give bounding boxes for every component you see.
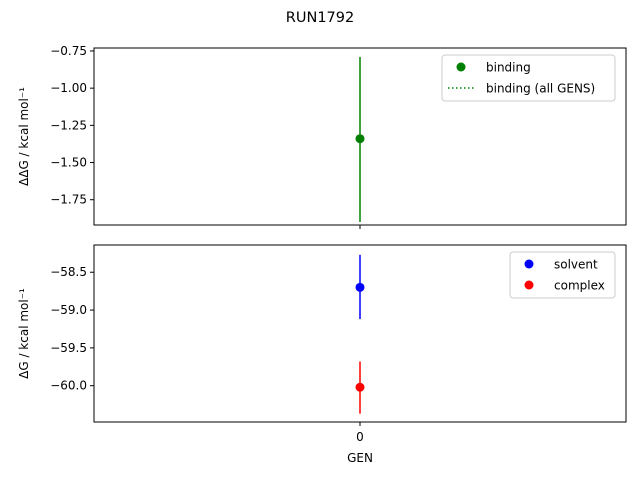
legend-label: binding (all GENS) — [486, 82, 595, 96]
legend-label: solvent — [554, 258, 598, 272]
y-tick-label: −0.75 — [50, 44, 87, 58]
bottom-panel: −58.5 −59.0 −59.5 −60.0 0 ΔG / kcal mol⁻¹ solv… — [17, 244, 627, 444]
y-tick-label: −1.75 — [50, 193, 87, 207]
x-tick-label: 0 — [356, 430, 364, 444]
y-tick-label: −60.0 — [50, 379, 87, 393]
legend-dot-marker — [456, 62, 466, 72]
y-tick-label: −1.25 — [50, 118, 87, 132]
legend-box — [441, 54, 616, 102]
legend: solvent complex — [509, 251, 616, 299]
legend-dot-marker — [524, 280, 534, 290]
solvent-point — [355, 282, 365, 292]
y-tick-label: −59.0 — [50, 303, 87, 317]
y-axis-label: ΔΔG / kcal mol⁻¹ — [17, 87, 31, 186]
y-tick-label: −1.00 — [50, 81, 87, 95]
x-axis-label: GEN — [347, 451, 373, 465]
y-axis-label: ΔG / kcal mol⁻¹ — [17, 288, 31, 379]
legend-label: binding — [486, 61, 531, 75]
binding-point — [355, 134, 365, 144]
complex-point — [355, 382, 365, 392]
legend-label: complex — [554, 279, 605, 293]
legend-box — [509, 251, 616, 299]
y-tick-label: −1.50 — [50, 156, 87, 170]
legend: binding binding (all GENS) — [441, 54, 616, 102]
figure-title: RUN1792 — [286, 10, 354, 26]
legend-dot-marker — [524, 259, 534, 269]
y-tick-label: −59.5 — [50, 341, 87, 355]
y-tick-label: −58.5 — [50, 265, 87, 279]
top-panel: −0.75 −1.00 −1.25 −1.50 −1.75 ΔΔG / kcal mol⁻… — [17, 44, 627, 229]
